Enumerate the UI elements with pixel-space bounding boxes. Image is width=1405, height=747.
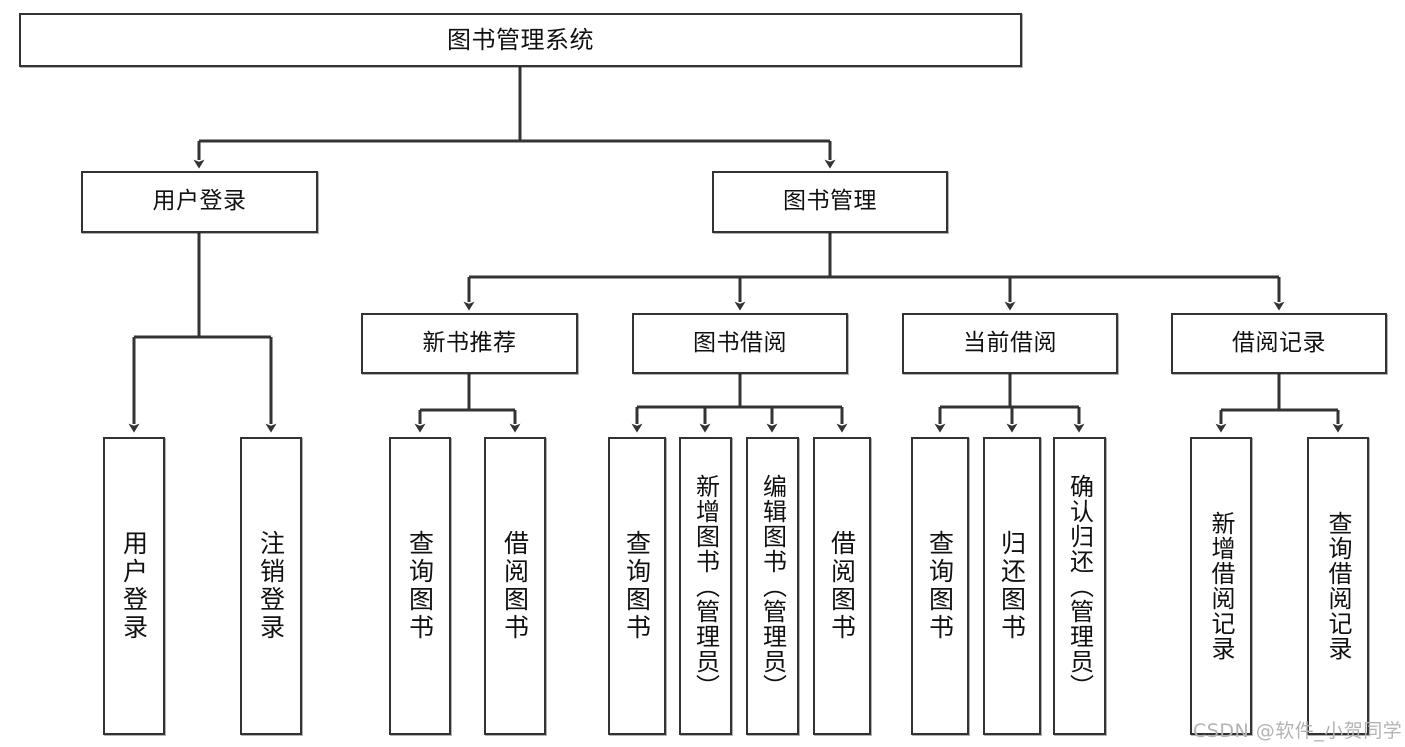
node-leaf-query-book-2-label: 查询图书	[622, 530, 652, 642]
node-borrow-record-label: 借阅记录	[1232, 329, 1326, 356]
node-leaf-add-record[interactable]: 新增借阅记录	[1190, 437, 1252, 735]
node-user-login[interactable]: 用户登录	[81, 171, 318, 233]
node-book-manage-label: 图书管理	[783, 188, 877, 215]
node-leaf-logout-label: 注销登录	[256, 530, 286, 642]
node-leaf-logout[interactable]: 注销登录	[240, 437, 302, 735]
node-leaf-return-book[interactable]: 归还图书	[983, 437, 1041, 735]
node-leaf-borrow-book-1-label: 借阅图书	[500, 530, 530, 642]
node-leaf-add-book-label: 新增图书（管理员）	[691, 473, 720, 699]
node-leaf-query-book-3-label: 查询图书	[925, 530, 955, 642]
node-leaf-user-login[interactable]: 用户登录	[103, 437, 165, 735]
node-leaf-edit-book-label: 编辑图书（管理员）	[758, 473, 787, 699]
node-leaf-query-book-2[interactable]: 查询图书	[608, 437, 666, 735]
node-leaf-query-book-1-label: 查询图书	[405, 530, 435, 642]
node-leaf-confirm-return-label: 确认归还（管理员）	[1065, 473, 1094, 699]
node-leaf-query-book-1[interactable]: 查询图书	[389, 437, 451, 735]
node-leaf-query-record-label: 查询借阅记录	[1324, 511, 1352, 661]
node-leaf-user-login-label: 用户登录	[119, 530, 149, 642]
node-borrow-record[interactable]: 借阅记录	[1171, 313, 1387, 374]
node-current-borrow-label: 当前借阅	[963, 329, 1057, 356]
node-leaf-borrow-book-2[interactable]: 借阅图书	[813, 437, 871, 735]
node-leaf-add-record-label: 新增借阅记录	[1207, 511, 1235, 661]
node-root-label: 图书管理系统	[447, 25, 594, 54]
node-leaf-edit-book[interactable]: 编辑图书（管理员）	[746, 437, 799, 735]
node-leaf-confirm-return[interactable]: 确认归还（管理员）	[1053, 437, 1106, 735]
node-leaf-query-book-3[interactable]: 查询图书	[911, 437, 969, 735]
node-leaf-query-record[interactable]: 查询借阅记录	[1307, 437, 1369, 735]
node-new-book-rec-label: 新书推荐	[422, 329, 517, 356]
node-leaf-add-book[interactable]: 新增图书（管理员）	[679, 437, 732, 735]
watermark-text: CSDN @软件_小贺同学	[1193, 720, 1403, 742]
node-book-borrow[interactable]: 图书借阅	[632, 313, 848, 374]
node-user-login-label: 用户登录	[152, 188, 247, 215]
node-book-manage[interactable]: 图书管理	[712, 171, 948, 233]
node-leaf-borrow-book-1[interactable]: 借阅图书	[484, 437, 546, 735]
node-leaf-borrow-book-2-label: 借阅图书	[827, 530, 857, 642]
node-new-book-rec[interactable]: 新书推荐	[361, 313, 578, 374]
node-root[interactable]: 图书管理系统	[19, 13, 1022, 67]
node-current-borrow[interactable]: 当前借阅	[902, 313, 1118, 374]
node-leaf-return-book-label: 归还图书	[997, 530, 1027, 642]
node-book-borrow-label: 图书借阅	[693, 329, 787, 356]
